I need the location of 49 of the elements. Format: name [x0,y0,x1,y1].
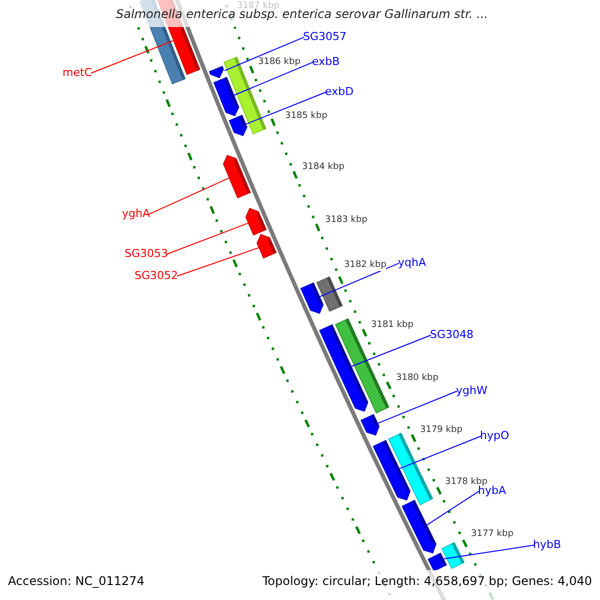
scale-label: 3184 kbp [302,161,344,173]
gene-label: yghA [122,207,150,220]
scale-label: 3186 kbp [258,56,300,68]
gene-label: metC [62,66,92,79]
gene-block [402,500,436,554]
gene-label: hybB [533,538,562,551]
leader-line [320,262,400,298]
gene-label: hybA [478,484,506,497]
gene-block [228,114,248,136]
scale-label: 3179 kbp [420,424,462,436]
leader-line [148,178,230,215]
leader-line [378,390,458,424]
gene-label: SG3048 [430,328,474,341]
gene-label: SG3057 [303,30,347,43]
gene-block [360,414,380,436]
gene-label: hypO [480,429,510,442]
gene-label: exbD [325,85,354,98]
gene-block [256,234,277,259]
scale-label: 3182 kbp [344,259,386,271]
gene-label: exbB [312,55,340,68]
leader-line [351,334,432,367]
leader-line [246,92,326,125]
gene-block [213,76,240,116]
gene-label: SG3052 [134,269,178,282]
gene-label: SG3053 [124,247,168,260]
scale-label: 3177 kbp [471,528,514,540]
footer-text: Topology: circular; Length: 4,658,697 bp; Genes: 4,040 [262,575,592,587]
leader-line [426,490,480,526]
gene-block [208,65,224,78]
leader-line [234,62,314,96]
gene-block [372,440,411,501]
scale-label: 3185 kbp [285,110,328,122]
gene-label: yqhA [398,256,426,269]
gene-label: yghW [456,384,488,397]
leader-line [90,40,174,74]
gene-block [245,208,267,236]
gene-block [300,282,324,314]
leader-line [176,247,260,277]
leader-line [166,222,248,255]
scale-label: 3183 kbp [325,214,368,226]
scale-label: 3178 kbp [445,476,488,487]
scale-label: 3180 kbp [396,372,438,384]
gene-block [222,154,251,198]
gene-block [319,324,368,412]
leader-line [443,544,534,560]
leader-line [224,36,304,72]
scale-label: 3181 kbp [371,319,414,331]
leader-line [399,436,482,470]
footer-text: Accession: NC_011274 [8,575,144,587]
